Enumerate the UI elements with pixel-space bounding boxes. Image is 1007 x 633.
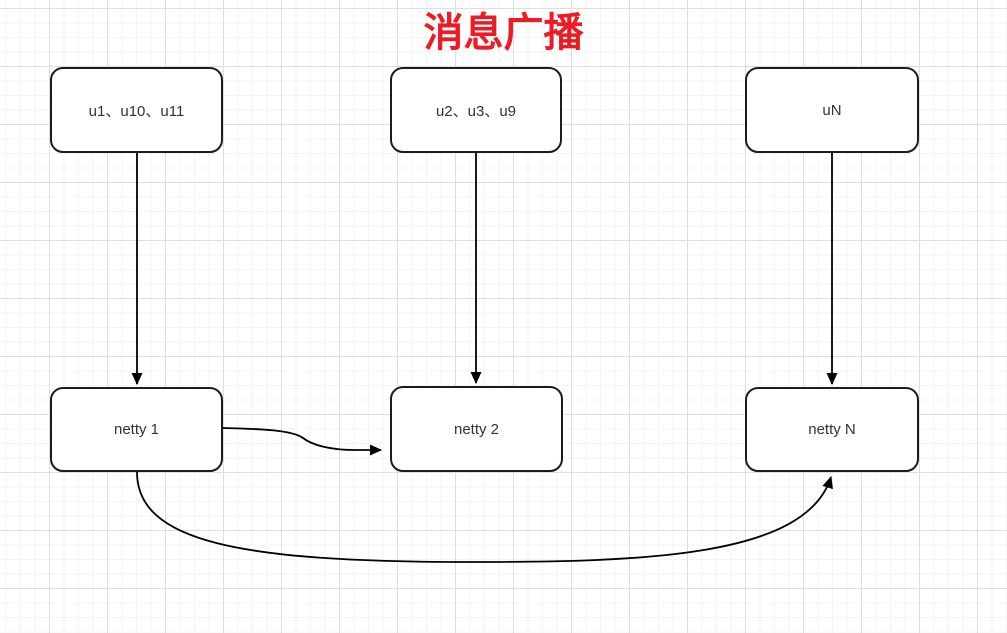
edge-netty-1-to-netty-2[interactable] <box>222 427 382 456</box>
node-user-group-n[interactable]: uN <box>745 67 919 153</box>
edge-netty-1-to-netty-n[interactable] <box>136 471 833 563</box>
node-netty-2-label: netty 2 <box>453 420 500 438</box>
node-netty-n-label: netty N <box>808 421 856 438</box>
node-user-group-n-label: uN <box>822 101 842 119</box>
node-user-group-1-label: u1、u10、u11 <box>88 102 185 120</box>
node-user-group-2[interactable]: u2、u3、u9 <box>390 67 562 153</box>
node-netty-1-label: netty 1 <box>113 421 160 438</box>
node-user-group-2-label: u2、u3、u9 <box>435 102 517 120</box>
diagram-title[interactable]: 消息广播 <box>423 11 584 55</box>
node-netty-n[interactable]: netty N <box>745 387 919 472</box>
node-user-group-1[interactable]: u1、u10、u11 <box>50 67 223 153</box>
node-netty-2[interactable]: netty 2 <box>390 386 563 472</box>
node-netty-1[interactable]: netty 1 <box>50 387 223 472</box>
